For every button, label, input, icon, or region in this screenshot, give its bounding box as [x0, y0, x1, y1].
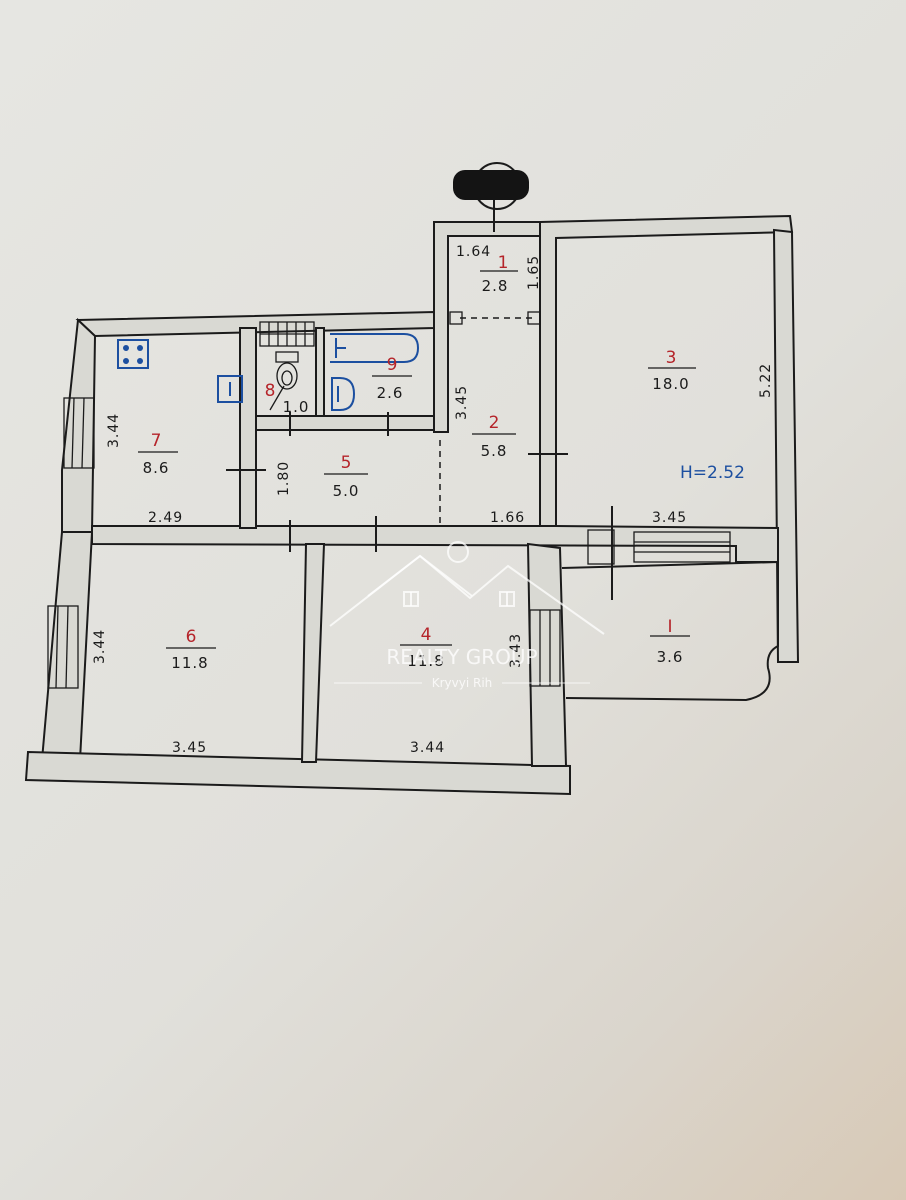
balcony-door: [587, 529, 615, 565]
compass-marker: [453, 162, 529, 210]
window-room3: [633, 531, 731, 563]
room-6-number: 6: [186, 627, 197, 647]
room-8-area: 1.0: [283, 398, 310, 416]
dim-room3-length: 5.22: [758, 363, 774, 398]
wall-top-right: [539, 214, 794, 529]
balcony-area: 3.6: [657, 648, 684, 666]
balcony-outline: [561, 560, 779, 702]
room-5-area: 5.0: [333, 482, 360, 500]
room-6-area: 11.8: [171, 654, 208, 672]
bathtub-icon: [330, 333, 420, 363]
outer-walls: [24, 214, 800, 796]
dim-room5-length: 1.80: [276, 461, 292, 496]
window-room6: [47, 605, 79, 689]
room-1-number: 1: [498, 253, 509, 273]
room-9-number: 9: [387, 355, 398, 375]
room-5-number: 5: [341, 453, 352, 473]
wall-6-4: [300, 543, 326, 763]
window-room4: [529, 609, 561, 687]
window-room7: [63, 397, 95, 469]
room-7-number: 7: [151, 431, 162, 451]
dim-room4-length: 3.43: [508, 633, 524, 668]
door-marks: [226, 200, 613, 600]
dim-room6-length: 3.44: [92, 629, 108, 664]
dim-room4-width: 3.44: [410, 740, 445, 756]
dim-room1-length: 1.65: [526, 255, 542, 290]
room-3-area: 18.0: [652, 375, 689, 393]
windows: [47, 397, 731, 689]
dim-room1-width: 1.64: [456, 244, 491, 260]
wall-8-9: [315, 327, 325, 421]
washbasin-icon: [331, 377, 356, 411]
room-labels: 1 2.8 2 5.8 3 18.0 4 11.8 5 5.0 6 11.8 7…: [138, 253, 696, 672]
balcony-number: I: [667, 617, 672, 637]
stove-icon: [117, 339, 149, 369]
dim-room2-width: 1.66: [490, 510, 525, 526]
room-2-area: 5.8: [481, 442, 508, 460]
dim-room6-width: 3.45: [172, 740, 207, 756]
wall-below-bath: [255, 415, 435, 431]
watermark-logo: REALTY GROUP Kryvyi Rih: [329, 541, 605, 690]
watermark-brand: REALTY GROUP: [386, 645, 537, 669]
wall-left-upper: [61, 317, 97, 533]
room-4-number: 4: [421, 625, 432, 645]
wall-7-8: [239, 327, 257, 529]
sink-icon: [217, 375, 243, 403]
room-7-area: 8.6: [143, 459, 170, 477]
room-1-area: 2.8: [482, 277, 509, 295]
toilet-icon: [259, 321, 315, 390]
dim-room2-length: 3.45: [454, 385, 470, 420]
wall-right: [772, 228, 800, 663]
dimension-labels: 1.64 1.65 3.45 1.66 5.22 3.45 3.43 3.44 …: [92, 244, 774, 756]
wall-bottom: [24, 750, 571, 796]
ceiling-height-label: H=2.52: [680, 463, 745, 483]
dim-room7-width: 2.49: [148, 510, 183, 526]
watermark-city: Kryvyi Rih: [432, 676, 493, 690]
room-8-number: 8: [265, 381, 276, 401]
room-9-area: 2.6: [377, 384, 404, 402]
room-3-number: 3: [666, 348, 677, 368]
room-4-area: 11.8: [407, 652, 444, 670]
dim-room3-width: 3.45: [652, 510, 687, 526]
dim-room7-length: 3.44: [106, 413, 122, 448]
room-2-number: 2: [489, 413, 500, 433]
